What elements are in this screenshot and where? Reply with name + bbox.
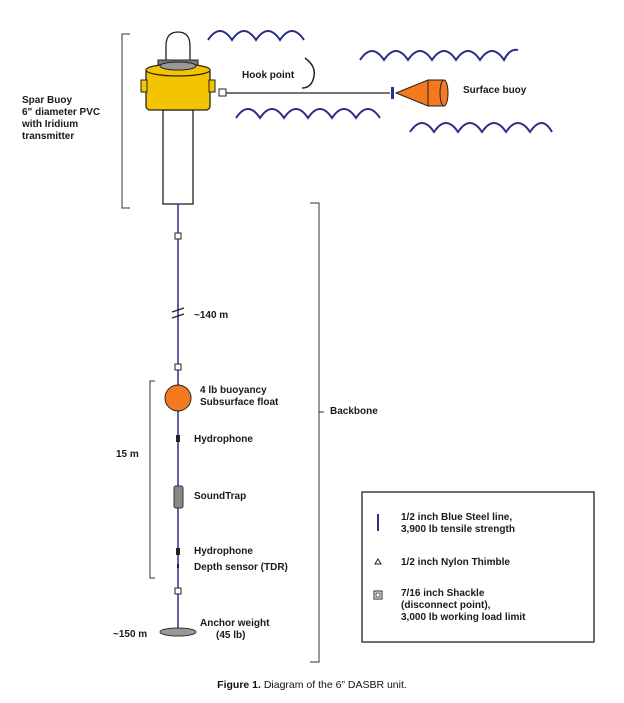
- buoy-cap-top: [159, 61, 197, 71]
- shackle-icon: [174, 232, 182, 240]
- shackle-legend-icon: [373, 590, 383, 600]
- surface-buoy-label: Surface buoy: [463, 85, 527, 96]
- backbone-label: Backbone: [330, 406, 378, 417]
- surface-buoy: [394, 79, 449, 107]
- legend-item-nylon-thimble: 1/2 inch Nylon Thimble: [401, 557, 510, 568]
- hydrophone-upper-icon: [176, 435, 180, 442]
- blue-steel-line-icon: [377, 514, 379, 531]
- collar-shackle-icon: [218, 88, 227, 97]
- depth-150-label: ~150 m: [113, 629, 147, 640]
- depth-sensor-label: Depth sensor (TDR): [194, 562, 288, 573]
- line-break-icon: [171, 307, 185, 319]
- hydrophone-lower-icon: [176, 548, 180, 555]
- tether-shackle-icon: [391, 87, 394, 99]
- section-15m-bracket: [149, 380, 155, 579]
- float-label: 4 lb buoyancy Subsurface float: [200, 385, 279, 408]
- hook-point-icon: [301, 57, 316, 89]
- depth-sensor-icon: [177, 564, 179, 568]
- legend-item-shackle: 7/16 inch Shackle (disconnect point), 3,…: [401, 588, 526, 623]
- spar-buoy-tube: [162, 109, 194, 205]
- hydrophone-upper-label: Hydrophone: [194, 434, 253, 445]
- anchor-label: Anchor weight (45 lb): [200, 618, 272, 641]
- shackle-icon: [174, 587, 182, 595]
- anchor-weight: [159, 627, 197, 637]
- collar-nub-right: [208, 79, 216, 93]
- hook-point-label: Hook point: [242, 70, 295, 81]
- legend-item-blue-steel-line: 1/2 inch Blue Steel line, 3,900 lb tensi…: [401, 512, 515, 535]
- spar-buoy-label: Spar Buoy 6" diameter PVC with Iridium t…: [21, 95, 103, 142]
- collar-nub-left: [140, 79, 148, 93]
- legend-box: [361, 491, 595, 643]
- hydrophone-lower-label: Hydrophone: [194, 546, 253, 557]
- figure-caption-text: Diagram of the 6” DASBR unit.: [261, 679, 407, 691]
- soundtrap-icon: [173, 485, 184, 509]
- iridium-antenna-dome: [165, 31, 191, 63]
- soundtrap-label: SoundTrap: [194, 491, 246, 502]
- figure-caption-label: Figure 1.: [217, 679, 261, 691]
- figure-caption: Figure 1. Diagram of the 6” DASBR unit.: [217, 679, 407, 691]
- legend: 1/2 inch Blue Steel line, 3,900 lb tensi…: [361, 491, 595, 643]
- shackle-icon: [174, 363, 182, 371]
- subsurface-float: [164, 384, 192, 412]
- spar-buoy: [140, 31, 227, 205]
- ocean-waves: [207, 30, 553, 134]
- spar-buoy-bracket: [121, 33, 130, 209]
- nylon-thimble-icon: [374, 558, 382, 565]
- section-15m-label: 15 m: [116, 449, 139, 460]
- backbone-bracket: [310, 202, 324, 663]
- distance-140-label: ~140 m: [194, 310, 228, 321]
